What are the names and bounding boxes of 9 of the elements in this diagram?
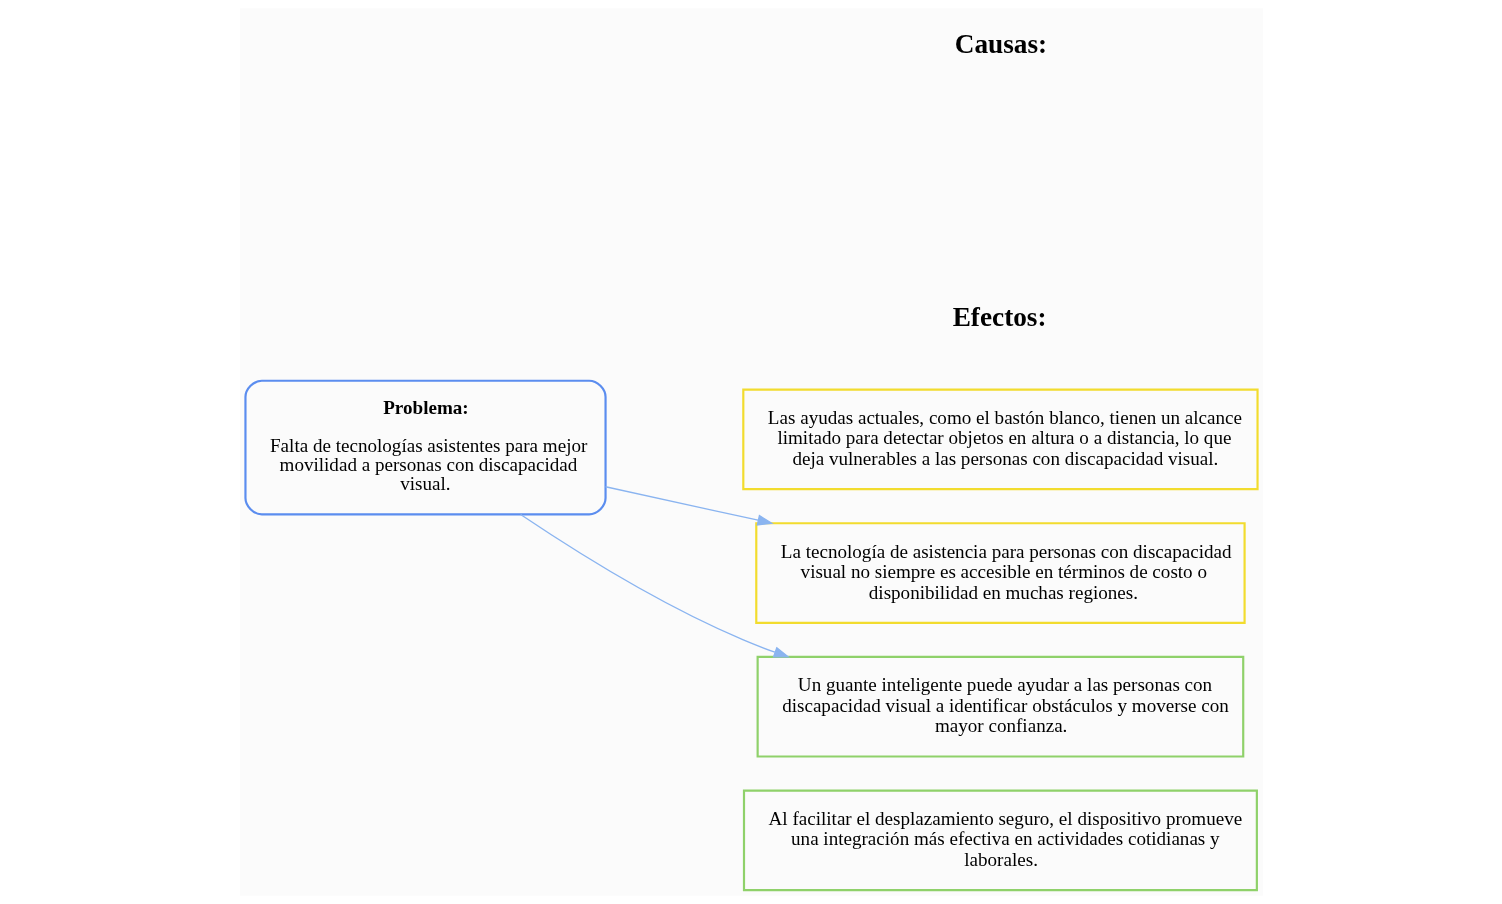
node-box: Al facilitar el desplazamiento seguro, el dispositivo promueve una integración más efectiva en actividades cotidianas y laborales. <box>742 789 1258 892</box>
arrow <box>604 486 774 526</box>
node-box: Un guante inteligente puede ayudar a las personas con discapacidad visual a identificar obstáculos y moverse con mayor confianza. <box>756 655 1244 758</box>
node-box: Problema: Falta de tecnologías asistentes para mejor movilidad a personas con discapacidad visual. <box>243 379 607 516</box>
label: Efectos: <box>952 302 1047 333</box>
arrow <box>519 513 790 658</box>
node-box: La tecnología de asistencia para personas con discapacidad visual no siempre es accesible en términos de costo o disponibilidad en muchas regiones. <box>754 522 1246 624</box>
label: Causas: <box>954 29 1047 60</box>
node-box: Las ayudas actuales, como el bastón blanco, tienen un alcance limitado para detectar objetos en altura o a distancia, lo que deja vulnerables a las personas con discapacidad visual. <box>741 388 1259 491</box>
